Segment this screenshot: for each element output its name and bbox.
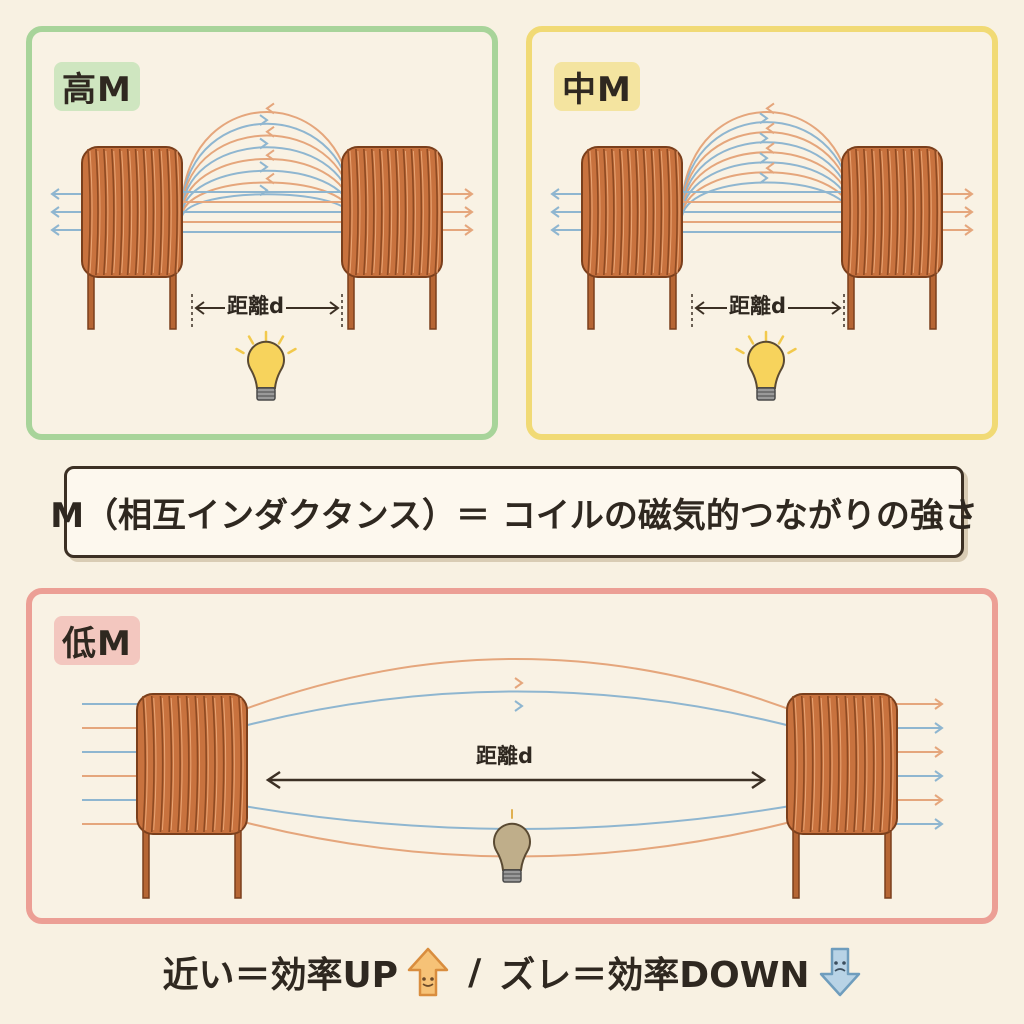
lightbulb-icon — [735, 330, 797, 401]
coil-left — [136, 693, 248, 899]
coil-right — [341, 146, 443, 330]
low-m-label: 低M — [54, 616, 140, 665]
arrow-down-icon — [819, 947, 860, 997]
mid-m-label: 中M — [554, 62, 640, 111]
coil-left — [81, 146, 183, 330]
coil-right — [841, 146, 943, 330]
high-m-panel: 高M 距離d — [26, 26, 498, 440]
field-lines — [82, 658, 944, 858]
high-m-coil-diagram — [50, 102, 474, 401]
footer-separator: / — [468, 951, 482, 993]
low-m-panel: 低M 距離d — [26, 588, 998, 924]
coil-left — [581, 146, 683, 330]
definition-text: M（相互インダクタンス）＝ コイルの磁気的つながりの強さ — [50, 495, 978, 536]
mid-m-panel: 中M 距離d — [526, 26, 998, 440]
definition-box: M（相互インダクタンス）＝ コイルの磁気的つながりの強さ — [50, 466, 978, 558]
distance-label: 距離d — [727, 294, 789, 318]
arrow-up-icon — [407, 947, 449, 997]
high-m-label: 高M — [54, 62, 140, 111]
low-m-coil-diagram — [82, 658, 944, 899]
coil-right — [786, 693, 898, 899]
distance-label: 距離d — [474, 744, 536, 768]
distance-arrow — [265, 770, 767, 790]
distance-label: 距離d — [225, 294, 287, 318]
footer-right-text: ズレ＝効率DOWN — [499, 955, 810, 996]
lightbulb-icon — [235, 330, 297, 401]
footer-summary: 近い＝効率UP / ズレ＝効率DOWN — [0, 942, 1024, 1002]
footer-left-text: 近い＝効率UP — [162, 955, 399, 996]
lightbulb-icon — [493, 809, 531, 883]
mid-m-coil-diagram — [550, 102, 974, 401]
